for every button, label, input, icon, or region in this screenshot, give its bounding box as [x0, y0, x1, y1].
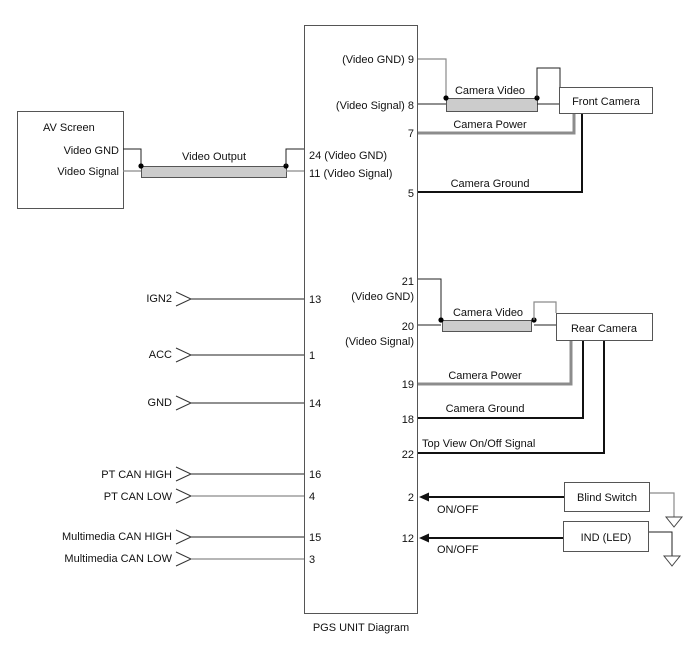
pin-9-label: (Video GND) 9	[342, 54, 414, 66]
pin-3-label: 3	[309, 554, 315, 566]
diagram-title: PGS UNIT Diagram	[313, 622, 409, 634]
rear-camera-topview-label: Top View On/Off Signal	[422, 438, 535, 450]
pin-24-label: 24 (Video GND)	[309, 150, 387, 162]
blind-switch-label: Blind Switch	[577, 492, 637, 504]
input-ign2-label: IGN2	[146, 293, 172, 305]
pin-14-label: 14	[309, 398, 321, 410]
video-gnd-wire-av	[123, 148, 142, 166]
pin-8-label: (Video Signal) 8	[336, 100, 414, 112]
rear-camera-power-wire	[418, 341, 573, 386]
rear-camera-label: Rear Camera	[571, 323, 638, 335]
ind-led-ground-wire	[649, 531, 673, 556]
pin-12-label: 12	[402, 533, 414, 545]
pin-2-label: 2	[408, 492, 414, 504]
pin-19-label: 19	[402, 379, 414, 391]
video-output-label: Video Output	[182, 151, 246, 163]
pin-16-label: 16	[309, 469, 321, 481]
blind-switch-section: 2 ON/OFF Blind Switch	[408, 482, 684, 528]
connector-chevron-icon	[175, 466, 193, 482]
front-camera-ground-label: Camera Ground	[451, 178, 530, 190]
pin-15-label: 15	[309, 532, 321, 544]
arrow-left-icon	[419, 533, 429, 543]
blind-switch-box	[564, 482, 650, 512]
input-mm-can-low-label: Multimedia CAN LOW	[64, 553, 172, 565]
input-pt-can-low: PT CAN LOW 4	[104, 488, 315, 504]
video-output-cable: Video Output	[123, 148, 304, 178]
av-screen-component: AV Screen Video GND Video Signal	[17, 111, 124, 209]
front-shield-loop-wire	[536, 67, 561, 98]
shield-junction-dot	[443, 95, 449, 101]
pin-18-label: 18	[402, 414, 414, 426]
rear-camera-power-label: Camera Power	[448, 370, 522, 382]
pgs-unit-box	[304, 25, 418, 614]
video-output-shield	[141, 166, 287, 178]
rear-camera-section: 21 (Video GND) 20 (Video Signal) 19 18 2…	[345, 276, 653, 461]
rear-camera-box	[556, 313, 653, 341]
ground-symbol-icon	[664, 516, 684, 528]
input-pt-can-high-label: PT CAN HIGH	[101, 469, 172, 481]
connector-chevron-icon	[175, 395, 193, 411]
pin-22-label: 22	[402, 449, 414, 461]
input-acc-label: ACC	[149, 349, 172, 361]
pin-7-label: 7	[408, 128, 414, 140]
input-ign2: IGN2 13	[146, 291, 321, 307]
pin-13-label: 13	[309, 294, 321, 306]
av-screen-box	[17, 111, 124, 209]
front-camera-power-label: Camera Power	[453, 119, 527, 131]
front-video-gnd-wire	[418, 58, 447, 98]
input-gnd-label: GND	[148, 397, 173, 409]
rear-video-gnd-wire	[418, 278, 442, 320]
front-camera-power-wire	[418, 113, 576, 135]
ind-led-label: IND (LED)	[581, 532, 632, 544]
input-pt-can-high: PT CAN HIGH 16	[101, 466, 321, 482]
rear-camera-ground-label: Camera Ground	[446, 403, 525, 415]
pin-4-label: 4	[309, 491, 315, 503]
av-screen-label: AV Screen	[43, 122, 95, 134]
pin-11-label: 11 (Video Signal)	[309, 168, 392, 180]
ind-led-section: 12 ON/OFF IND (LED)	[402, 521, 682, 567]
av-screen-pin-video-gnd: Video GND	[64, 145, 119, 157]
arrow-left-icon	[419, 492, 429, 502]
input-pt-can-low-label: PT CAN LOW	[104, 491, 173, 503]
pin-20-label: 20	[402, 321, 414, 333]
front-camera-box	[559, 87, 653, 114]
ind-led-box	[563, 521, 649, 552]
front-camera-section: (Video GND) 9 (Video Signal) 8 7 5 Camer…	[336, 54, 653, 200]
blind-switch-ground-wire	[650, 492, 675, 517]
rear-shield-loop-wire	[533, 301, 557, 320]
connector-chevron-icon	[175, 291, 193, 307]
video-gnd-wire-pgs	[285, 148, 304, 166]
rear-camera-video-label: Camera Video	[453, 307, 523, 319]
ind-led-signal-label: ON/OFF	[437, 544, 479, 556]
rear-camera-video-shield	[442, 320, 532, 332]
front-camera-ground-wire	[418, 113, 583, 193]
shield-junction-dot	[138, 163, 144, 169]
pin-1-label: 1	[309, 350, 315, 362]
pin-21-label: 21	[402, 276, 414, 288]
shield-junction-dot	[438, 317, 444, 323]
ground-symbol-icon	[662, 555, 682, 567]
input-mm-can-low: Multimedia CAN LOW 3	[64, 551, 315, 567]
pin-20-name: (Video Signal)	[345, 336, 414, 348]
front-camera-label: Front Camera	[572, 96, 641, 108]
input-mm-can-high-label: Multimedia CAN HIGH	[62, 531, 172, 543]
blind-switch-signal-label: ON/OFF	[437, 504, 479, 516]
rear-camera-topview-wire	[418, 341, 605, 454]
input-mm-can-high: Multimedia CAN HIGH 15	[62, 529, 321, 545]
front-camera-video-label: Camera Video	[455, 85, 525, 97]
input-acc: ACC 1	[149, 347, 315, 363]
pin-21-name: (Video GND)	[351, 291, 414, 303]
connector-chevron-icon	[175, 529, 193, 545]
connector-chevron-icon	[175, 347, 193, 363]
av-screen-pin-video-signal: Video Signal	[57, 166, 119, 178]
pin-5-label: 5	[408, 188, 414, 200]
connector-chevron-icon	[175, 551, 193, 567]
connector-chevron-icon	[175, 488, 193, 504]
front-camera-video-shield	[446, 98, 538, 112]
input-gnd: GND 14	[148, 395, 321, 411]
rear-camera-ground-wire	[418, 341, 584, 419]
